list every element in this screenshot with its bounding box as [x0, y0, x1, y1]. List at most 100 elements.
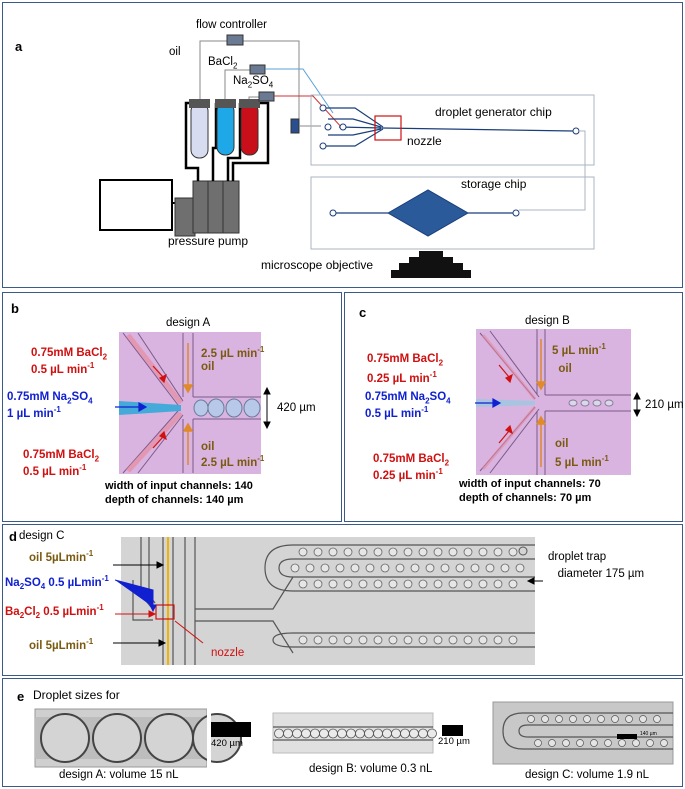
droplet-trap: [290, 563, 300, 573]
pump-cylinder-2: [192, 180, 210, 234]
droplet: [527, 715, 535, 723]
droplet-trap: [313, 547, 323, 557]
droplet-trap-label: droplet trap diameter 175 µm: [548, 551, 645, 580]
droplet-trap: [478, 635, 488, 645]
design-c-oil-bot-label: oil 5µLmin-1: [29, 637, 94, 652]
droplet-trap: [403, 547, 413, 557]
droplet-trap: [335, 563, 345, 573]
droplet-trap: [455, 563, 465, 573]
design-b-oil-bot-label: oil 5 µL min-1: [555, 438, 609, 470]
droplet-trap: [440, 563, 450, 573]
droplet-trap: [373, 579, 383, 589]
droplet-trap: [493, 635, 503, 645]
panel-d: d design C: [2, 524, 683, 676]
design-b-depth-label: depth of channels: 70 µm: [459, 492, 592, 504]
pump-cylinder-4: [222, 180, 240, 234]
scale-label-a: 420 µm: [211, 738, 243, 749]
caption-design-b: design B: volume 0.3 nL: [309, 763, 433, 775]
droplet: [576, 739, 584, 747]
droplet: [597, 715, 605, 723]
droplet-trap: [298, 579, 308, 589]
droplet-trap: [470, 563, 480, 573]
droplet-trap: [388, 635, 398, 645]
nozzle-highlight: [374, 115, 402, 141]
droplet: [590, 739, 598, 747]
droplet-trap: [410, 563, 420, 573]
design-a-oil-bot-label: oil 2.5 µL min-1: [201, 441, 265, 470]
droplet: [382, 728, 392, 739]
design-a-bacl2-bot-label: 0.75mM BaCl2 0.5 µL min-1: [23, 449, 100, 479]
storage-chamber: [386, 189, 470, 237]
droplet-trap: [358, 547, 368, 557]
panel-label-e: e: [17, 689, 25, 704]
design-c-title: design C: [19, 530, 65, 542]
oil-vial: [190, 102, 209, 159]
design-c-chip-image: [113, 537, 543, 665]
design-a-depth-label: depth of channels: 140 µm: [105, 494, 244, 506]
na2so4-vial: [240, 102, 259, 156]
droplet: [328, 728, 338, 739]
pump-cylinder-1: [174, 197, 196, 237]
droplet: [373, 728, 383, 739]
nozzle-label: nozzle: [407, 134, 442, 148]
droplet-trap: [418, 635, 428, 645]
panel-e: e Droplet sizes for 420 µm 210 µm 140 µm…: [2, 678, 683, 787]
droplet: [310, 728, 320, 739]
droplet: [562, 739, 570, 747]
droplet-trap: [463, 547, 473, 557]
na2so4-controller-box: [258, 91, 275, 102]
design-b-na2so4-label: 0.75mM Na2SO4 0.5 µL min-1: [365, 391, 451, 421]
oil-label: oil: [169, 46, 181, 58]
droplet-trap: [493, 547, 503, 557]
design-b-width-label: width of input channels: 70: [459, 478, 601, 490]
design-a-bacl2-top-label: 0.75mM BaCl2 0.5 µL min-1: [31, 347, 108, 377]
droplet: [283, 728, 293, 739]
droplet-trap: [508, 635, 518, 645]
droplet: [660, 739, 668, 747]
droplet: [274, 728, 284, 739]
droplet-trap: [508, 547, 518, 557]
droplet-generator-chip: [310, 94, 595, 166]
droplet-trap: [403, 579, 413, 589]
droplet: [418, 728, 428, 739]
droplet: [604, 739, 612, 747]
droplet-trap: [373, 635, 383, 645]
droplet-trap: [328, 547, 338, 557]
design-b-title: design B: [525, 315, 570, 327]
droplet-trap: [313, 635, 323, 645]
design-a-chip-image: [115, 332, 271, 474]
droplet-trap: [313, 579, 323, 589]
droplet: [346, 728, 356, 739]
droplet: [653, 715, 661, 723]
storage-chip-label: storage chip: [461, 177, 527, 191]
droplet-trap: [478, 547, 488, 557]
caption-design-c: design C: volume 1.9 nL: [525, 769, 650, 781]
design-c-nozzle-label: nozzle: [211, 647, 245, 659]
design-c-ba2cl2-label: Ba2Cl2 0.5 µLmin-1: [5, 603, 104, 621]
design-a-title: design A: [166, 317, 211, 329]
microscope-objective-label: microscope objective: [261, 258, 374, 272]
droplet: [409, 728, 419, 739]
droplet-trap: [328, 635, 338, 645]
droplet-trap: [500, 563, 510, 573]
droplet-trap: [388, 547, 398, 557]
droplet-trap: [358, 635, 368, 645]
droplet-trap: [388, 579, 398, 589]
droplet-trap: [305, 563, 315, 573]
microscope-objective-icon: [391, 251, 471, 278]
droplet: [534, 739, 542, 747]
droplet: [355, 728, 365, 739]
droplet-trap: [463, 635, 473, 645]
droplet-generator-chip-label: droplet generator chip: [435, 105, 552, 119]
flow-controller-box: [226, 34, 244, 46]
panel-c: c design B: [344, 292, 684, 522]
droplet-trap: [448, 579, 458, 589]
panel-a: a: [2, 2, 683, 288]
design-b-bacl2-top-label: 0.75mM BaCl2 0.25 µL min-1: [367, 353, 444, 386]
droplet: [319, 728, 329, 739]
droplet-trap: [478, 579, 488, 589]
droplet: [337, 728, 347, 739]
droplet: [569, 715, 577, 723]
droplet: [646, 739, 654, 747]
droplet-trap: [418, 579, 428, 589]
